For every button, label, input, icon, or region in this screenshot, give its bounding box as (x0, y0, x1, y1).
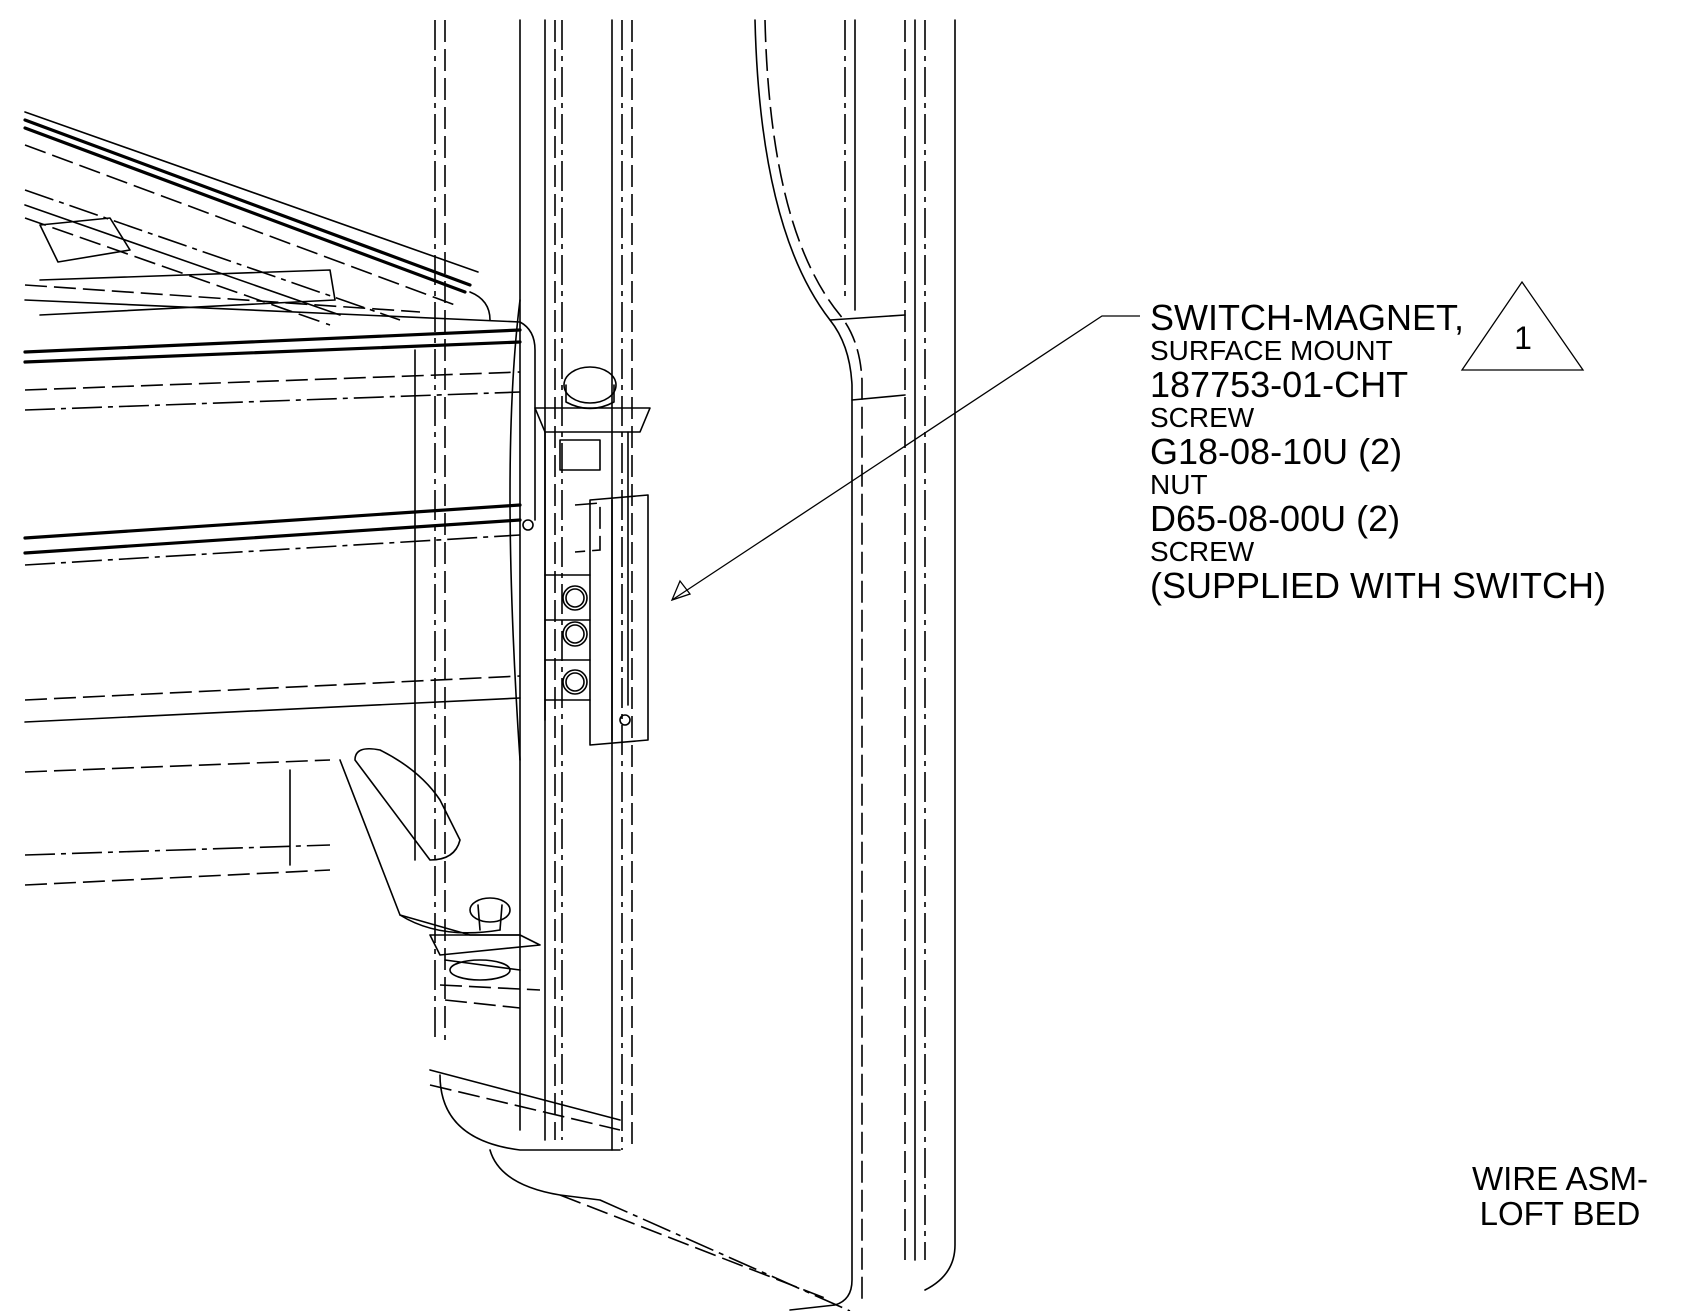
part-name-line1: SWITCH-MAGNET, (1150, 297, 1464, 338)
magnet-switch-assembly (522, 366, 651, 746)
bed-post (429, 19, 633, 1201)
part-number: 187753-01-CHT (1150, 364, 1409, 405)
revision-flag-number: 1 (1514, 320, 1532, 356)
bottom-bracket (339, 299, 541, 991)
item-screw2-label: SCREW (1150, 536, 1255, 567)
part-callout: SWITCH-MAGNET, SURFACE MOUNT 187753-01-C… (1150, 300, 1606, 605)
item-nut-label: NUT (1150, 469, 1208, 500)
view-title: WIRE ASM- LOFT BED (1440, 1160, 1680, 1232)
bed-frame (23, 111, 536, 886)
view-title-line1: WIRE ASM- (1471, 1160, 1648, 1197)
item-screw2-note: (SUPPLIED WITH SWITCH) (1150, 565, 1606, 606)
revision-triangle-icon (1460, 280, 1585, 371)
part-name-line2: SURFACE MOUNT (1150, 335, 1393, 366)
leader-arrow (670, 315, 1140, 602)
view-title-line2: LOFT BED (1479, 1194, 1641, 1232)
headboard-panel (559, 19, 956, 1311)
item-screw-number: G18-08-10U (2) (1150, 431, 1403, 472)
item-screw-label: SCREW (1150, 402, 1255, 433)
item-nut-number: D65-08-00U (2) (1150, 498, 1401, 539)
